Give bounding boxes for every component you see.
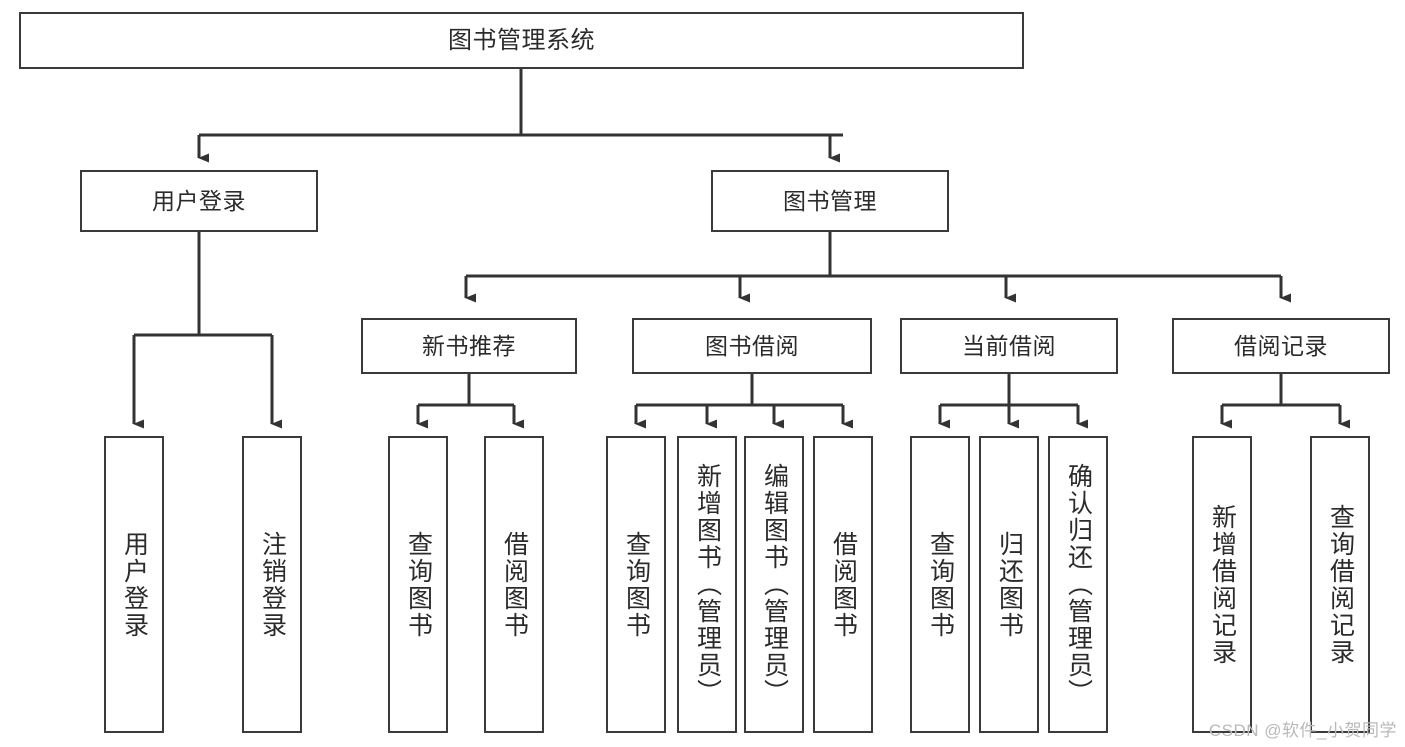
- leaf-confirm-return-admin[interactable]: 确认归还（管理员）: [1048, 436, 1108, 733]
- leaf-query-book-borrow[interactable]: 查询图书: [606, 436, 666, 733]
- leaf-return-book[interactable]: 归还图书: [979, 436, 1039, 733]
- node-new-book-recommend[interactable]: 新书推荐: [361, 318, 577, 374]
- node-user-login[interactable]: 用户登录: [80, 170, 318, 232]
- node-root-system[interactable]: 图书管理系统: [19, 12, 1024, 69]
- node-label: 新增图书（管理员）: [693, 463, 722, 706]
- leaf-logout-login[interactable]: 注销登录: [242, 436, 302, 733]
- node-label: 图书管理: [783, 187, 877, 214]
- leaf-query-book-recommend[interactable]: 查询图书: [388, 436, 448, 733]
- leaf-borrow-book[interactable]: 借阅图书: [813, 436, 873, 733]
- node-label: 图书管理系统: [448, 26, 595, 54]
- leaf-edit-book-admin[interactable]: 编辑图书（管理员）: [744, 436, 804, 733]
- node-label: 查询图书: [622, 530, 651, 639]
- node-label: 归还图书: [995, 530, 1024, 639]
- node-label: 新增借阅记录: [1208, 503, 1237, 666]
- node-label: 注销登录: [258, 530, 287, 639]
- node-label: 新书推荐: [422, 332, 516, 359]
- node-label: 确认归还（管理员）: [1064, 463, 1093, 706]
- node-book-borrow[interactable]: 图书借阅: [632, 318, 872, 374]
- node-label: 用户登录: [120, 530, 149, 639]
- node-label: 查询图书: [926, 530, 955, 639]
- node-label: 借阅图书: [829, 530, 858, 639]
- node-label: 图书借阅: [705, 332, 799, 359]
- leaf-add-borrow-record[interactable]: 新增借阅记录: [1192, 436, 1252, 733]
- node-label: 用户登录: [152, 187, 246, 214]
- node-label: 借阅记录: [1234, 332, 1328, 359]
- node-label: 查询借阅记录: [1326, 503, 1355, 666]
- leaf-user-login[interactable]: 用户登录: [104, 436, 164, 733]
- leaf-query-book-current[interactable]: 查询图书: [910, 436, 970, 733]
- node-label: 当前借阅: [962, 332, 1056, 359]
- leaf-borrow-book-recommend[interactable]: 借阅图书: [484, 436, 544, 733]
- csdn-watermark: CSDN @软件_小贺同学: [1208, 721, 1397, 740]
- node-current-borrow[interactable]: 当前借阅: [900, 318, 1118, 374]
- node-label: 查询图书: [404, 530, 433, 639]
- node-label: 借阅图书: [500, 530, 529, 639]
- node-label: 编辑图书（管理员）: [760, 463, 789, 706]
- node-book-management[interactable]: 图书管理: [711, 170, 949, 232]
- node-borrow-records[interactable]: 借阅记录: [1172, 318, 1390, 374]
- leaf-query-borrow-record[interactable]: 查询借阅记录: [1310, 436, 1370, 733]
- leaf-add-book-admin[interactable]: 新增图书（管理员）: [677, 436, 737, 733]
